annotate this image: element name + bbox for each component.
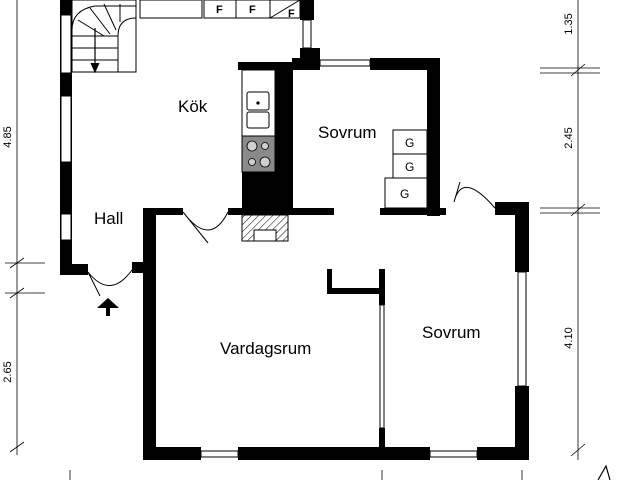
wall-mid-partition-left (228, 208, 334, 215)
entrance-arrow-icon (97, 298, 119, 316)
window-right-1 (517, 271, 527, 387)
sink-drain (256, 101, 260, 105)
wall-divider-horizontal (327, 288, 385, 294)
dim-left-upper-label: 4.85 (2, 126, 14, 147)
window-left-3 (60, 213, 72, 241)
dim-left-lower-label: 2.65 (2, 361, 14, 382)
closet-g-1 (392, 129, 428, 155)
room-label-sovrum-top: Sovrum (318, 123, 377, 142)
wall-vardagsrum-left (143, 208, 156, 460)
closet-f-label-2: F (249, 4, 256, 16)
wall-divider-top (327, 269, 332, 294)
wall-divider-vertical-bottom (379, 428, 385, 450)
closet-top-row (139, 0, 203, 19)
stove-burner-4 (259, 156, 271, 168)
door-sovrum-right (453, 181, 496, 209)
window-sovrum-top (319, 59, 371, 67)
window-left-2 (60, 95, 72, 163)
wall-upper-right-stub-2 (300, 48, 320, 62)
fireplace-opening (253, 229, 277, 242)
window-left-1 (60, 14, 72, 74)
room-labels: Kök Sovrum Hall Vardagsrum Sovrum (94, 97, 481, 358)
stair-step-4 (77, 19, 105, 37)
closet-g-label-1: G (405, 136, 414, 150)
wall-sovrum-right (427, 58, 440, 216)
door-hall-vardag (182, 211, 229, 244)
dimension-labels: 4.85 2.65 1.35 2.45 4.10 (2, 13, 575, 382)
closet-g-label-3: G (400, 187, 409, 201)
stove-burner-3 (248, 158, 256, 166)
staircase (71, 0, 137, 74)
dim-right-lower-label: 4.10 (563, 327, 575, 348)
window-bottom-1 (200, 450, 239, 458)
wall-kitchen-top (238, 62, 300, 70)
closets-right (384, 129, 428, 209)
stair-step-6 (103, 3, 117, 31)
door-entrance (87, 269, 133, 297)
wall-hall-bottom-left (60, 264, 88, 275)
dim-right-tick-1 (570, 63, 586, 77)
wall-sovrum-top-right (370, 58, 440, 70)
closets-top (139, 0, 301, 19)
dim-right-mid-label: 2.45 (563, 127, 575, 148)
doors (87, 181, 496, 297)
wall-divider-vertical-top (379, 269, 385, 305)
stair-curve (71, 5, 136, 72)
dim-left-tick-3 (9, 441, 25, 453)
wall-kitchen-block (242, 172, 292, 212)
dim-right-top-label: 1.35 (563, 13, 575, 34)
kitchen-fixtures (241, 69, 276, 173)
sink-basin-1 (246, 91, 270, 111)
closet-diag (269, 0, 301, 19)
wall-right-upper (515, 202, 529, 272)
wall-bottom-left (143, 447, 201, 460)
wall-upper-right-stub (300, 0, 314, 20)
stove-burner-2 (261, 142, 269, 150)
closet-f-label-1: F (216, 4, 223, 16)
closet-right-labels: G G G (400, 136, 414, 201)
north-arrow-icon (597, 464, 611, 480)
stair-step-5 (89, 7, 111, 35)
fireplace (241, 214, 289, 242)
stair-direction-arrow (90, 62, 100, 74)
dim-right-tick-3 (570, 443, 586, 457)
walls (60, 0, 529, 460)
wall-bottom-mid (238, 447, 430, 460)
wall-mid-partition-right (380, 208, 446, 215)
room-label-kok: Kök (178, 97, 208, 116)
stove-burner-1 (246, 140, 258, 152)
closet-g-3 (384, 177, 428, 209)
stair-inner-curve (117, 17, 137, 72)
closet-f-label-3: F (288, 8, 295, 20)
wall-right-top-cap (495, 202, 529, 215)
room-label-hall: Hall (94, 209, 123, 228)
window-top-stub (302, 19, 312, 49)
sink-basin-2 (246, 111, 270, 129)
room-label-vardagsrum: Vardagsrum (220, 339, 311, 358)
wall-right-lower (515, 386, 529, 460)
dimension-lines (5, 0, 600, 480)
closet-top-labels: F F F (216, 4, 295, 20)
dim-right-tick-2 (570, 203, 586, 217)
closet-g-2 (392, 153, 428, 179)
glass-divider (379, 304, 385, 429)
closet-g-label-2: G (405, 160, 414, 174)
window-bottom-2 (429, 450, 478, 458)
stove (241, 135, 276, 173)
wall-partition-hall-vardag (143, 208, 183, 215)
room-label-sovrum-right: Sovrum (422, 323, 481, 342)
windows (60, 14, 527, 458)
